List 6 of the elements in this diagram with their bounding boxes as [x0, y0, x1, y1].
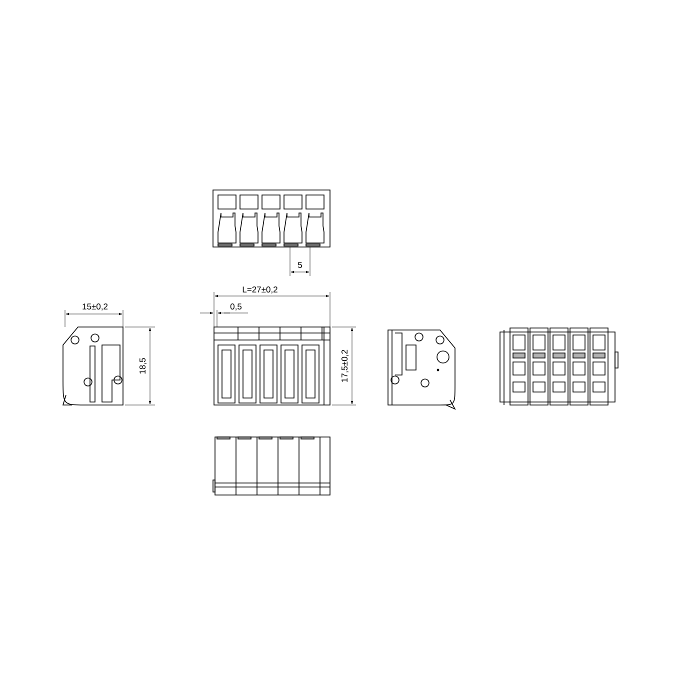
dimension-label: 17,5±0,2: [342, 350, 349, 382]
dimension-label: L=27±0,2: [242, 286, 278, 294]
dimension-label: 5: [298, 262, 302, 268]
dimension-label: 15±0,2: [82, 304, 108, 310]
dimension-label: 0,5: [230, 304, 242, 310]
dimension-label: 18,5: [140, 358, 146, 374]
